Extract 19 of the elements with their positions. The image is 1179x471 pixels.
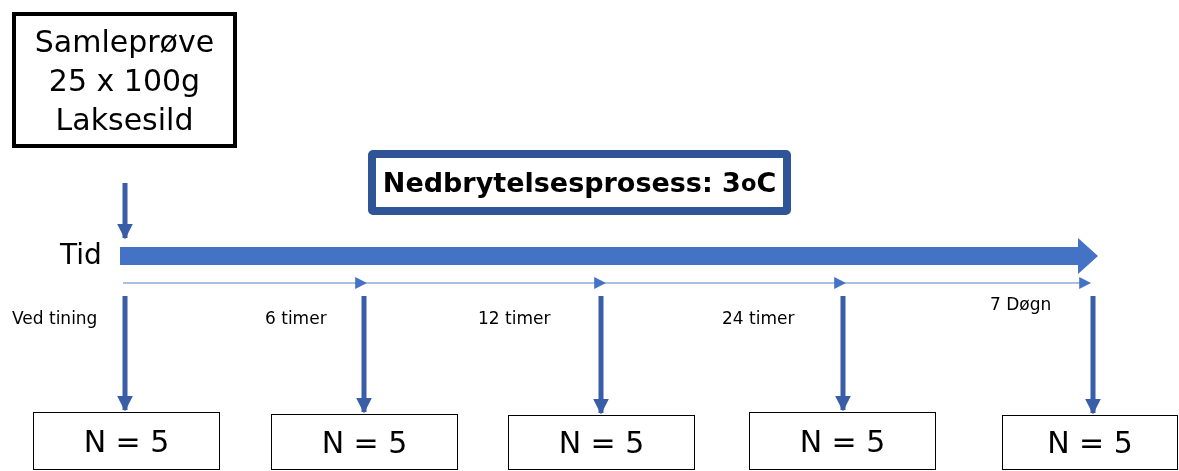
sample-count-box: N = 5	[1002, 415, 1178, 470]
arrow	[356, 296, 372, 414]
arrow	[835, 296, 851, 412]
edge-label: Ved tining	[12, 308, 98, 328]
arrow	[593, 296, 609, 415]
sample-count-box: N = 5	[33, 412, 220, 470]
timeline-arrow	[120, 238, 1098, 274]
arrow	[117, 183, 133, 240]
edge-label: 12 timer	[478, 308, 551, 328]
edge-label: 6 timer	[265, 308, 327, 328]
arrow	[117, 296, 133, 412]
axis-label: Tid	[60, 238, 102, 271]
sample-box: Samleprøve 25 x 100g Laksesild	[12, 12, 237, 148]
edge-label: 7 Døgn	[990, 294, 1052, 314]
arrow	[1085, 296, 1101, 415]
sample-count-box: N = 5	[271, 414, 458, 470]
sample-count-box: N = 5	[508, 415, 695, 470]
sample-count-box: N = 5	[749, 412, 936, 470]
edge-label: 24 timer	[722, 308, 795, 328]
